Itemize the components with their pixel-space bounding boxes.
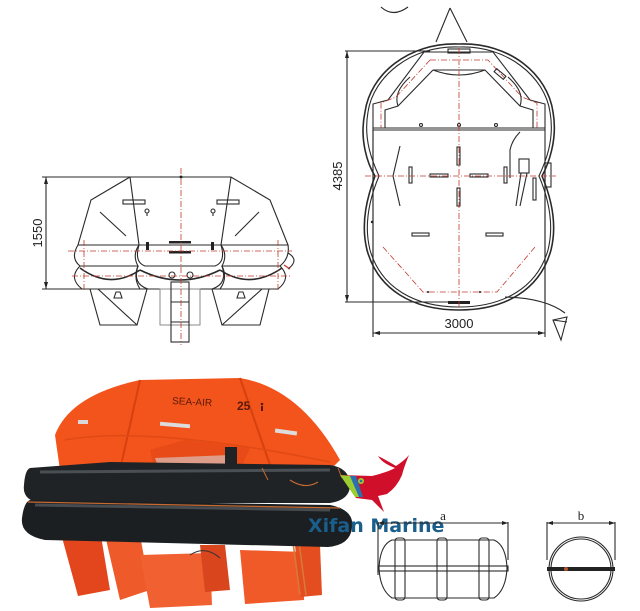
- top-length-dimension: 4385: [330, 162, 345, 191]
- container-diameter-label: b: [578, 508, 585, 523]
- company-logo: Xifan Marine: [308, 455, 444, 537]
- company-name: Xifan Marine: [308, 515, 444, 537]
- canopy-brand-text: SEA-AIR: [172, 396, 213, 409]
- person-icon: [260, 402, 264, 411]
- whale-icon: [340, 455, 409, 512]
- container-length-label: a: [440, 508, 446, 523]
- top-width-dimension: 3000: [445, 316, 474, 331]
- top-view-drawing: 4385 3000: [330, 6, 568, 342]
- side-view-drawing: 1550: [30, 168, 295, 345]
- side-height-dimension: 1550: [30, 219, 45, 248]
- liferaft-photo: SEA-AIR 25: [21, 377, 353, 608]
- container-diameter-drawing: b: [546, 508, 616, 602]
- container-length-drawing: a: [377, 508, 509, 601]
- capacity-text: 25: [237, 399, 251, 413]
